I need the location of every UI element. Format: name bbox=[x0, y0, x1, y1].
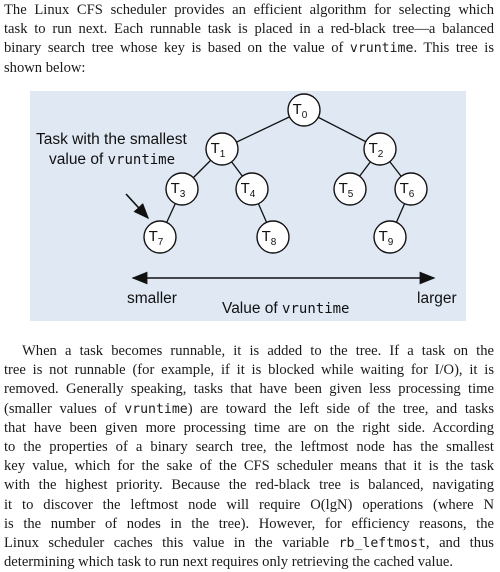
text-line: shown below: bbox=[4, 59, 86, 76]
tree-node-label: T8 bbox=[262, 228, 277, 248]
tree-node-t4: T4 bbox=[235, 172, 269, 206]
tree-node-label: T2 bbox=[369, 140, 384, 160]
text-line: When a task becomes runnable, it is adde… bbox=[22, 343, 494, 359]
text-line-rb-leftmost: Linux scheduler caches this value in the… bbox=[4, 535, 494, 552]
tree-node-t6: T6 bbox=[394, 172, 428, 206]
tree-node-label: T5 bbox=[339, 180, 354, 200]
text-line-vruntime: binary search tree whose key is based on… bbox=[4, 40, 494, 57]
tree-node-label: T6 bbox=[400, 180, 415, 200]
tree-node-t7: T7 bbox=[143, 220, 177, 254]
tree-node-t9: T9 bbox=[373, 220, 407, 254]
explanation-paragraph: When a task becomes runnable, it is adde… bbox=[4, 342, 494, 572]
tree-node-t8: T8 bbox=[256, 220, 290, 254]
text-line: to the properties of a binary search tre… bbox=[4, 439, 494, 456]
annotation-line1: Task with the smallest bbox=[36, 131, 187, 148]
tree-node-label: T7 bbox=[149, 228, 164, 248]
tree-node-label: T0 bbox=[293, 101, 308, 121]
text-line: removed. Generally speaking, tasks that … bbox=[4, 381, 494, 398]
tree-node-label: T9 bbox=[379, 228, 394, 248]
axis-right-label: larger bbox=[417, 290, 457, 307]
annotation-line2: value of vruntime bbox=[49, 151, 175, 168]
text-line: is the number of nodes in the tree). How… bbox=[4, 515, 494, 532]
text-line-vruntime: (smaller values of vruntime) are toward … bbox=[4, 400, 495, 417]
tree-node-t1: T1 bbox=[205, 132, 239, 166]
tree-node-t5: T5 bbox=[333, 172, 367, 206]
text-line: task to run next. Each runnable task is … bbox=[4, 21, 494, 38]
text-line: that have been given more processing tim… bbox=[4, 419, 494, 436]
text-line: tree is not runnable (for example, if it… bbox=[4, 362, 494, 379]
tree-node-t3: T3 bbox=[165, 172, 199, 206]
intro-paragraph: The Linux CFS scheduler provides an effi… bbox=[4, 1, 494, 78]
text-line: with the highest priority. Because the r… bbox=[4, 477, 494, 494]
annotation-arrow bbox=[125, 193, 150, 220]
axis-title: Value of vruntime bbox=[222, 300, 349, 317]
text-line: determining which task to run next requi… bbox=[4, 554, 454, 571]
text-line: The Linux CFS scheduler provides an effi… bbox=[4, 2, 494, 18]
tree-node-label: T4 bbox=[241, 180, 256, 200]
tree-node-t2: T2 bbox=[363, 132, 397, 166]
text-line: it to discover the leftmost node will re… bbox=[4, 496, 494, 513]
tree-node-label: T1 bbox=[211, 140, 226, 160]
text-line: key value, which for the sake of the CFS… bbox=[4, 458, 494, 475]
axis-left-label: smaller bbox=[127, 290, 177, 307]
tree-node-label: T3 bbox=[171, 180, 186, 200]
tree-node-t0: T0 bbox=[287, 93, 321, 127]
